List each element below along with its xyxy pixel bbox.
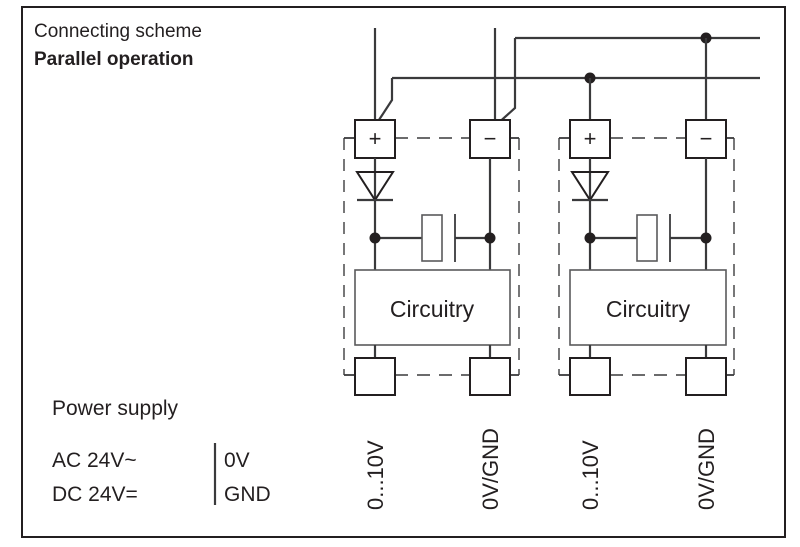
module-1-circuitry-block[interactable]: Circuitry xyxy=(354,269,511,346)
terminal-symbol: − xyxy=(700,126,713,151)
module-1-terminal-positive[interactable]: + xyxy=(354,119,396,159)
junction-dot xyxy=(484,232,496,244)
module-2-circuitry-block[interactable]: Circuitry xyxy=(569,269,727,346)
power-supply-source-dc: DC 24V= xyxy=(52,483,138,506)
power-supply-ref-0v: 0V xyxy=(224,449,250,472)
junction-dot xyxy=(700,232,712,244)
module-1-bottom-terminal-ground[interactable] xyxy=(469,357,511,396)
module-2-bottom-terminal-ground[interactable] xyxy=(685,357,727,396)
supply-bus-lower xyxy=(374,72,760,127)
junction-dot xyxy=(369,232,381,244)
module-1-label-ground: 0V/GND xyxy=(478,428,503,510)
module-2-rectifier-diode xyxy=(570,171,610,202)
circuitry-label: Circuitry xyxy=(606,296,691,322)
module-1[interactable]: + − xyxy=(343,119,520,510)
power-supply-source-ac: AC 24V~ xyxy=(52,449,137,472)
junction-dot xyxy=(584,232,596,244)
module-2-terminal-positive[interactable]: + xyxy=(569,119,611,159)
power-supply-ref-gnd: GND xyxy=(224,483,271,506)
supply-bus-upper xyxy=(494,32,760,127)
module-2[interactable]: + − Circuitry xyxy=(558,119,735,510)
module-1-rectifier-diode xyxy=(355,171,395,202)
scheme-subtitle: Parallel operation xyxy=(34,49,193,70)
terminal-symbol: − xyxy=(484,126,497,151)
module-1-label-signal: 0...10V xyxy=(363,440,388,510)
module-1-bottom-terminal-signal[interactable] xyxy=(354,357,396,396)
power-supply-legend: Power supply AC 24V~ DC 24V= 0V GND xyxy=(52,397,271,506)
terminal-symbol: + xyxy=(584,126,597,151)
module-2-terminal-negative[interactable]: − xyxy=(685,119,727,159)
circuitry-label: Circuitry xyxy=(390,296,475,322)
scheme-title: Connecting scheme xyxy=(34,21,202,42)
diagram-border xyxy=(21,6,786,538)
module-1-terminal-negative[interactable]: − xyxy=(469,119,511,159)
module-2-label-ground: 0V/GND xyxy=(694,428,719,510)
module-1-smoothing-capacitor xyxy=(375,214,490,262)
power-supply-heading: Power supply xyxy=(52,397,179,420)
terminal-symbol: + xyxy=(369,126,382,151)
module-2-label-signal: 0...10V xyxy=(578,440,603,510)
module-2-smoothing-capacitor xyxy=(590,214,706,262)
module-2-bottom-terminal-signal[interactable] xyxy=(569,357,611,396)
